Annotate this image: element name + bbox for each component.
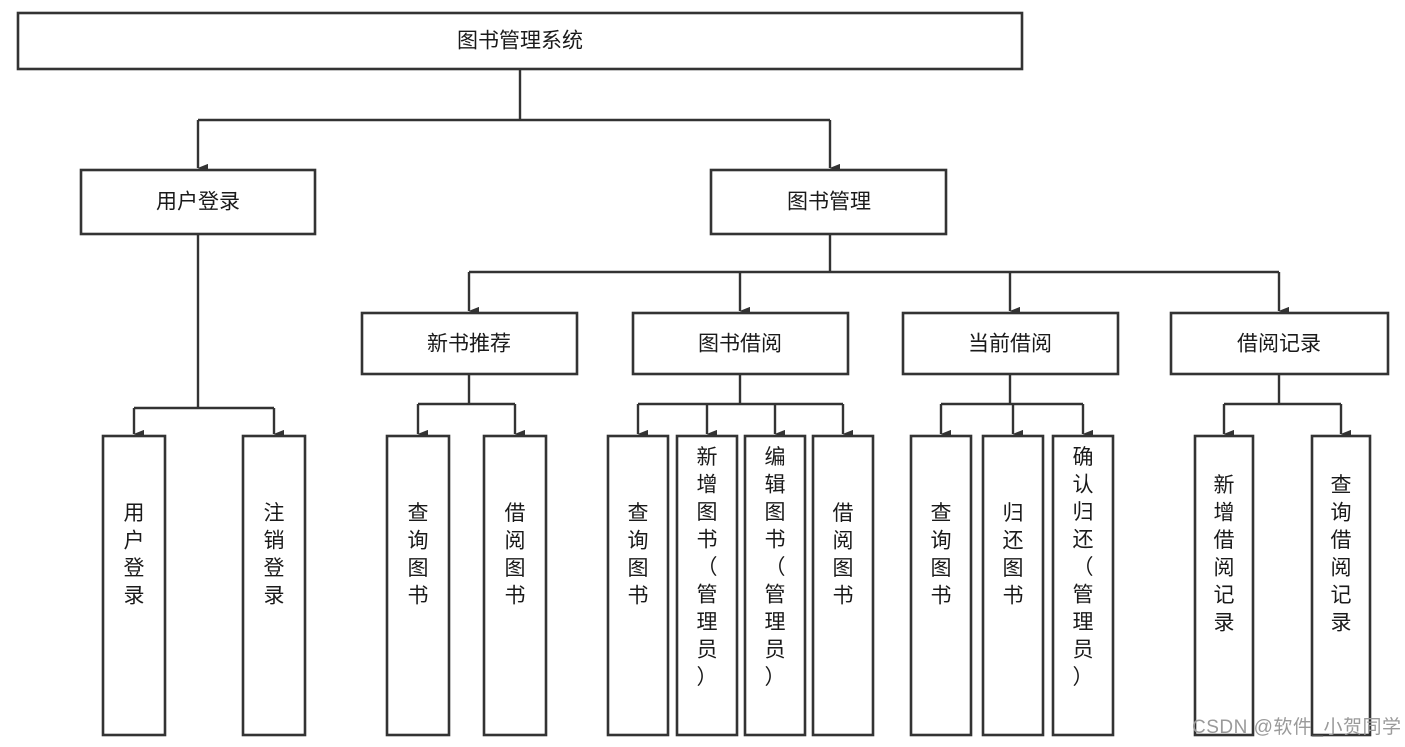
node-new-book-rec-box[interactable] (360, 311, 579, 376)
node-leaf-user-logout-label: 注销登录 (264, 502, 285, 608)
node-leaf-user-login[interactable]: 用户登录 (101, 434, 167, 737)
node-leaf-confirm-return-box[interactable] (1051, 434, 1115, 737)
node-leaf-edit-book-box[interactable] (743, 434, 807, 737)
node-leaf-query-book-1-box[interactable] (385, 434, 451, 737)
node-leaf-add-record[interactable]: 新增借阅记录 (1193, 434, 1255, 737)
node-leaf-query-book-2-box[interactable] (606, 434, 670, 737)
node-leaf-query-book-3-box[interactable] (909, 434, 973, 737)
node-book-manage[interactable]: 图书管理 (709, 168, 948, 236)
node-leaf-add-book-box[interactable] (675, 434, 739, 737)
node-current-borrow-box[interactable] (901, 311, 1120, 376)
node-leaf-borrow-book-2[interactable]: 借阅图书 (811, 434, 875, 737)
node-leaf-user-logout[interactable]: 注销登录 (241, 434, 307, 737)
node-root-box[interactable] (16, 11, 1024, 71)
node-user-login-label: 用户登录 (156, 191, 240, 214)
node-book-borrow-label: 图书借阅 (698, 333, 782, 356)
node-leaf-return-book-label: 归还图书 (1003, 502, 1024, 608)
node-user-login[interactable]: 用户登录 (79, 168, 317, 236)
node-leaf-query-book-1[interactable]: 查询图书 (385, 434, 451, 737)
node-leaf-return-book[interactable]: 归还图书 (981, 434, 1045, 737)
node-borrow-record-label: 借阅记录 (1237, 333, 1321, 356)
node-leaf-add-book[interactable]: 新增图书（管理员） (675, 434, 739, 737)
node-leaf-add-record-box[interactable] (1193, 434, 1255, 737)
node-leaf-user-login-box[interactable] (101, 434, 167, 737)
node-leaf-borrow-book-1-label: 借阅图书 (505, 502, 526, 608)
connectors (132, 69, 1352, 439)
node-borrow-record[interactable]: 借阅记录 (1169, 311, 1390, 376)
node-book-manage-box[interactable] (709, 168, 948, 236)
node-leaf-borrow-book-2-label: 借阅图书 (833, 502, 854, 608)
node-leaf-confirm-return[interactable]: 确认归还（管理员） (1051, 434, 1115, 737)
node-user-login-box[interactable] (79, 168, 317, 236)
node-leaf-query-book-3-label: 查询图书 (931, 502, 952, 608)
node-leaf-query-record-label: 查询借阅记录 (1331, 474, 1352, 635)
node-leaf-user-logout-box[interactable] (241, 434, 307, 737)
node-current-borrow-label: 当前借阅 (968, 333, 1052, 356)
node-book-borrow[interactable]: 图书借阅 (631, 311, 850, 376)
node-new-book-rec-label: 新书推荐 (427, 333, 511, 356)
node-leaf-edit-book-label: 编辑图书（管理员） (765, 446, 786, 689)
node-leaf-edit-book[interactable]: 编辑图书（管理员） (743, 434, 807, 737)
node-leaf-query-book-1-label: 查询图书 (408, 502, 429, 608)
node-root[interactable]: 图书管理系统 (16, 11, 1024, 71)
node-leaf-query-book-3[interactable]: 查询图书 (909, 434, 973, 737)
node-leaf-return-book-box[interactable] (981, 434, 1045, 737)
node-leaf-query-book-2-label: 查询图书 (628, 502, 649, 608)
node-borrow-record-box[interactable] (1169, 311, 1390, 376)
csdn-watermark: CSDN @软件_小贺同学 (1192, 717, 1402, 738)
node-leaf-borrow-book-1-box[interactable] (482, 434, 548, 737)
node-leaf-confirm-return-label: 确认归还（管理员） (1073, 446, 1094, 689)
node-leaf-query-record[interactable]: 查询借阅记录 (1310, 434, 1372, 737)
node-leaf-add-record-label: 新增借阅记录 (1214, 474, 1235, 635)
node-book-borrow-box[interactable] (631, 311, 850, 376)
node-leaf-add-book-label: 新增图书（管理员） (697, 446, 718, 689)
node-leaf-query-record-box[interactable] (1310, 434, 1372, 737)
node-leaf-borrow-book-2-box[interactable] (811, 434, 875, 737)
node-current-borrow[interactable]: 当前借阅 (901, 311, 1120, 376)
node-leaf-query-book-2[interactable]: 查询图书 (606, 434, 670, 737)
node-leaf-borrow-book-1[interactable]: 借阅图书 (482, 434, 548, 737)
node-new-book-rec[interactable]: 新书推荐 (360, 311, 579, 376)
node-book-manage-label: 图书管理 (787, 191, 871, 214)
node-leaf-user-login-label: 用户登录 (124, 502, 145, 608)
node-root-label: 图书管理系统 (457, 30, 583, 53)
